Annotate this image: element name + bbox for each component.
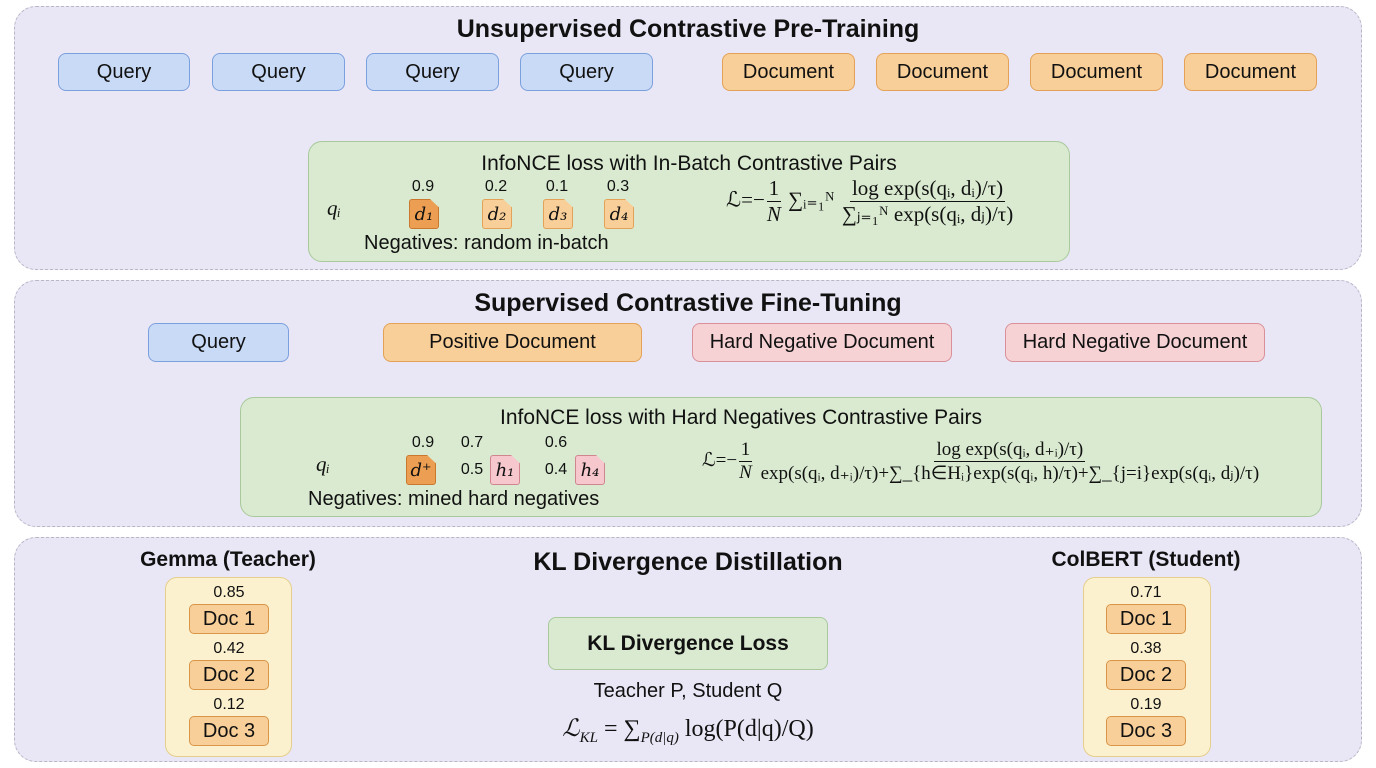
teacher-score: 0.42 <box>213 640 245 657</box>
formula-lhs: ℒ=− <box>702 449 738 471</box>
teacher-doc: Doc 1 <box>189 604 269 634</box>
formula-lhs: ℒ <box>562 716 580 742</box>
student-label: ColBERT (Student) <box>1051 548 1241 571</box>
teacher-label: Gemma (Teacher) <box>140 548 316 571</box>
student-doc: Doc 1 <box>1106 604 1186 634</box>
doc-icon: d₂ <box>482 199 512 229</box>
formula-sum-sub: P(d|q) <box>640 729 679 746</box>
teacher-doc: Doc 2 <box>189 660 269 690</box>
score-label: 0.6 <box>544 434 568 451</box>
formula-coef-num: 1 <box>738 439 753 462</box>
query-box: Query <box>58 53 190 91</box>
score-label: 0.5 <box>460 461 484 478</box>
teacher-score: 0.12 <box>213 696 245 713</box>
query-box: Query <box>366 53 499 91</box>
formula-coef-den: N <box>739 462 752 483</box>
teacher-doc: Doc 3 <box>189 716 269 746</box>
formula-coef-num: 1 <box>766 176 782 202</box>
pretraining-panel: Unsupervised Contrastive Pre-Training <box>14 6 1362 270</box>
document-box: Document <box>1184 53 1317 91</box>
teacher-score: 0.85 <box>213 584 245 601</box>
score-label: 0.2 <box>484 178 508 195</box>
formula-coef-den: N <box>766 202 781 226</box>
kl-caption: Teacher P, Student Q <box>593 680 783 702</box>
hard-negative-icon: h₄ <box>575 455 605 485</box>
hard-negative-box: Hard Negative Document <box>692 323 952 362</box>
query-box: Query <box>148 323 289 362</box>
formula-numerator: log exp(s(qᵢ, d₊ᵢ)/τ) <box>934 439 1086 462</box>
score-label: 0.7 <box>460 434 484 451</box>
hard-negative-box: Hard Negative Document <box>1005 323 1265 362</box>
document-box: Document <box>876 53 1009 91</box>
finetuning-title: Supervised Contrastive Fine-Tuning <box>474 289 902 317</box>
document-box: Document <box>722 53 855 91</box>
formula-lhs-sub: KL <box>579 729 598 746</box>
score-label: 0.1 <box>545 178 569 195</box>
formula-denominator: ∑ⱼ₌₁ᴺ exp(s(qᵢ, dⱼ)/τ) <box>841 202 1014 226</box>
formula-sum: ∑ᵢ₌₁ᴺ <box>788 187 835 212</box>
positive-doc-icon: d⁺ <box>406 455 436 485</box>
negatives-note: Negatives: random in-batch <box>364 232 609 254</box>
hard-negative-icon: h₁ <box>490 455 520 485</box>
loss-title: InfoNCE loss with Hard Negatives Contras… <box>499 406 982 429</box>
score-label: 0.4 <box>544 461 568 478</box>
formula-denominator: exp(s(qᵢ, d₊ᵢ)/τ)+∑_{h∈Hᵢ}exp(s(qᵢ, h)/τ… <box>760 463 1260 484</box>
formula-lhs: ℒ=− <box>726 187 765 212</box>
doc-icon: d₁ <box>409 199 439 229</box>
pretraining-title: Unsupervised Contrastive Pre-Training <box>456 15 920 43</box>
doc-icon: d₃ <box>543 199 573 229</box>
formula-numerator: log exp(s(qᵢ, dᵢ)/τ) <box>849 176 1006 202</box>
student-score: 0.71 <box>1130 584 1162 601</box>
query-box: Query <box>212 53 345 91</box>
score-label: 0.9 <box>411 178 435 195</box>
distillation-title: KL Divergence Distillation <box>533 548 843 576</box>
student-score: 0.38 <box>1130 640 1162 657</box>
kl-formula: ℒKL = ∑P(d|q) log(P(d|q)/Q) <box>488 714 888 747</box>
student-doc: Doc 2 <box>1106 660 1186 690</box>
student-doc: Doc 3 <box>1106 716 1186 746</box>
kl-loss-box: KL Divergence Loss <box>548 617 828 670</box>
student-score: 0.19 <box>1130 696 1162 713</box>
query-symbol: qᵢ <box>327 196 341 220</box>
formula-rhs: log(P(d|q)/Q) <box>678 716 814 742</box>
query-symbol: qᵢ <box>316 452 330 476</box>
negatives-note: Negatives: mined hard negatives <box>308 488 600 510</box>
query-box: Query <box>520 53 653 91</box>
doc-icon: d₄ <box>604 199 634 229</box>
loss-title: InfoNCE loss with In-Batch Contrastive P… <box>481 152 897 175</box>
inbatch-loss-box: InfoNCE loss with In-Batch Contrastive P… <box>308 141 1070 262</box>
score-label: 0.3 <box>606 178 630 195</box>
document-box: Document <box>1030 53 1163 91</box>
score-label: 0.9 <box>411 434 435 451</box>
positive-document-box: Positive Document <box>383 323 642 362</box>
formula-sum: = ∑ <box>597 716 641 742</box>
